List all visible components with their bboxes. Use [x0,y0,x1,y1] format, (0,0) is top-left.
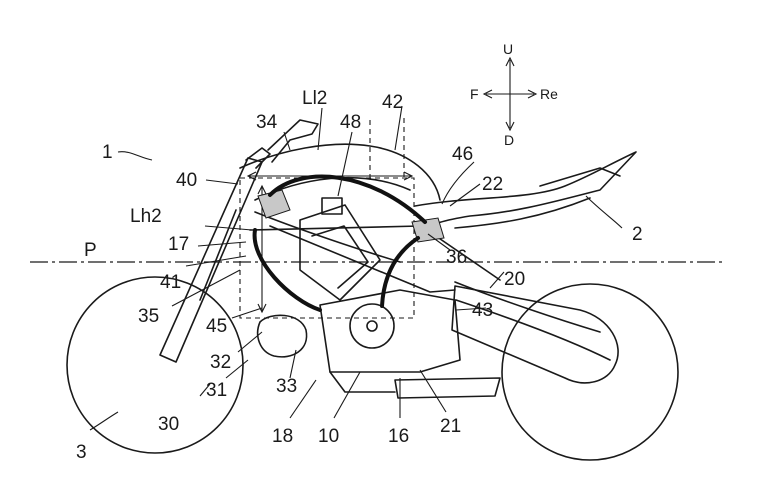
leader-lines [89,105,623,431]
block-48 [321,197,343,215]
frame [249,211,611,361]
label-36: 36 [446,247,467,268]
label-31: 31 [206,380,227,401]
label-ll2: Ll2 [302,88,327,109]
label-17: 17 [168,234,189,255]
rear-wheel [501,283,679,461]
swing-arm [451,285,619,384]
label-2: 2 [632,224,643,245]
label-16: 16 [388,426,409,447]
label-40: 40 [176,170,197,191]
label-32: 32 [210,352,231,373]
dir-up: U [503,41,513,57]
label-34: 34 [256,112,278,133]
label-18: 18 [272,426,293,447]
label-20: 20 [504,269,525,290]
mount-front [257,189,291,219]
dir-down: D [504,132,514,148]
label-48: 48 [340,112,361,133]
label-p: P [84,240,97,261]
label-35: 35 [138,306,159,327]
front-wheel [66,276,244,454]
label-42: 42 [382,92,403,113]
engine [256,204,501,399]
label-3: 3 [76,442,87,463]
mount-rear [411,217,445,243]
label-46: 46 [452,144,473,165]
label-22: 22 [482,174,503,195]
label-21: 21 [440,416,461,437]
label-1: 1 [102,142,113,163]
dir-rear: Re [540,86,558,102]
label-33: 33 [276,376,297,397]
label-lh2: Lh2 [130,206,162,227]
front-fork [159,119,319,363]
seat-tail [414,151,637,233]
label-45: 45 [206,316,227,337]
label-43: 43 [472,300,493,321]
label-41: 41 [160,272,181,293]
direction-compass [482,56,538,132]
label-30: 30 [158,414,179,435]
harness-upper [268,174,427,224]
dir-front: F [470,86,479,102]
harness-right [380,236,420,308]
harness-left [252,228,322,312]
label-10: 10 [318,426,339,447]
fuel-tank [239,143,441,201]
